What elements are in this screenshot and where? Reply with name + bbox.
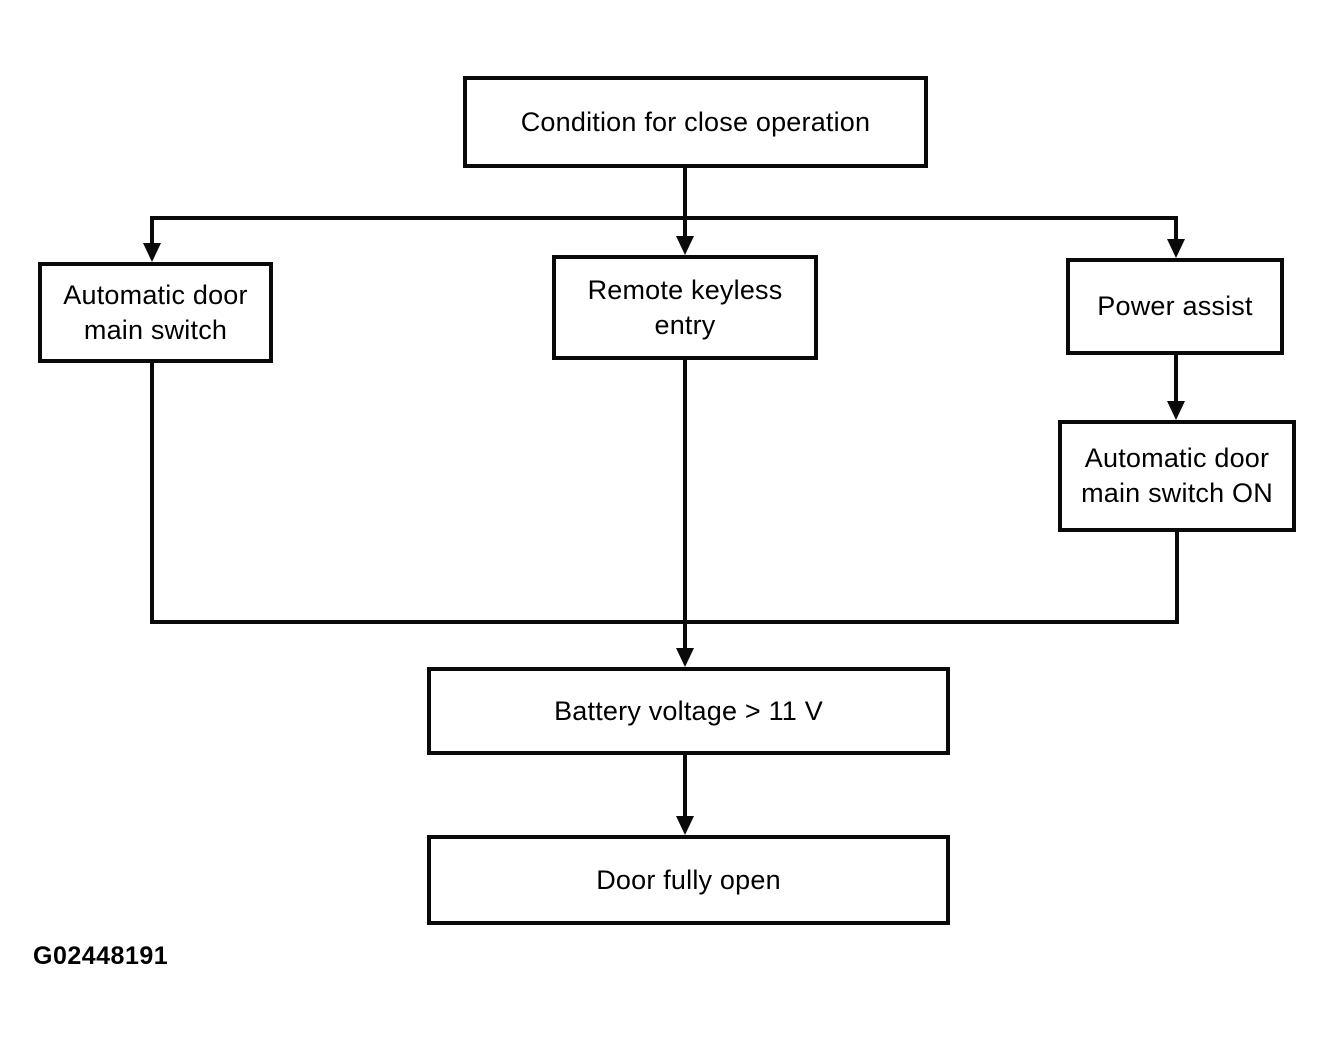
node-condition-for-close-operation: Condition for close operation <box>463 76 928 168</box>
node-label: Power assist <box>1097 291 1253 322</box>
node-automatic-door-main-switch-on: Automatic door main switch ON <box>1058 420 1296 532</box>
arrowhead-into-auto-main <box>143 243 161 262</box>
node-label: Automatic door main switch <box>63 279 248 345</box>
node-power-assist: Power assist <box>1066 258 1284 355</box>
node-label: Automatic door main switch ON <box>1081 443 1273 508</box>
node-door-fully-open: Door fully open <box>427 835 950 925</box>
node-label: Condition for close operation <box>520 106 871 137</box>
node-label: Battery voltage > 11 V <box>554 695 823 726</box>
arrowhead-into-auto-on <box>1167 401 1185 420</box>
node-battery-voltage: Battery voltage > 11 V <box>427 667 950 755</box>
arrowhead-into-remote <box>676 236 694 255</box>
arrowhead-into-door <box>676 816 694 835</box>
arrowhead-into-power <box>1167 239 1185 258</box>
figure-id-label: G02448191 <box>33 942 169 970</box>
node-automatic-door-main-switch: Automatic door main switch <box>38 262 273 363</box>
node-remote-keyless-entry: Remote keyless entry <box>552 255 818 360</box>
arrowhead-into-battery <box>676 648 694 667</box>
node-label: Door fully open <box>596 864 781 895</box>
node-label: Remote keyless entry <box>587 274 783 340</box>
